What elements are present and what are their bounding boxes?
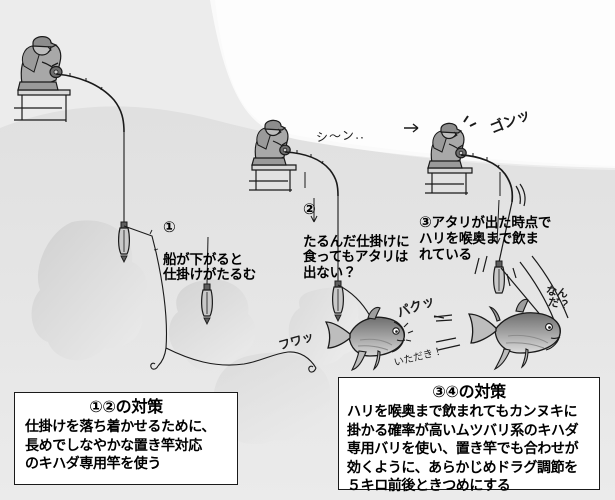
angler-left [14,36,125,133]
rod-vibration [515,183,526,207]
angler-left-face [47,46,52,53]
pointer-2-arrow [310,215,318,223]
tipbox-measures-3-4: ③④の対策 ハリを喉奥まで飲まれてもカンヌキに 掛かる確率が高いムツバリ系のキハ… [338,377,600,494]
sfx-nanda-line2: だ？ [547,295,571,313]
tipbox-right-body: ハリを喉奥まで飲まれてもカンヌキに 掛かる確率が高いムツバリ系のキハダ 専用バリ… [347,404,579,495]
tipbox-measures-1-2: ①②の対策 仕掛けを落ち着かせるために、 長めでしなやかな置き竿対応 のキハダ専… [14,392,238,485]
boat-seat-left [17,89,71,96]
tuna-biting [324,306,406,371]
callout-3: ③アタリが出た時点で ハリを喉奥まで飲ま れている [419,198,551,280]
callout-3-text-inline: ③アタリが出た時点で ハリを喉奥まで飲ま れている [419,212,552,264]
angler-mid-face [277,128,282,135]
angler-right-face [453,131,458,138]
callout-2-text: たるんだ仕掛けに 食ってもアタリは 出ない？ [303,233,410,282]
angler-mid-cap [264,119,287,131]
callout-3-text: アタリが出た時点で ハリを喉奥まで飲ま れている [419,214,552,263]
hook-1 [150,362,159,370]
sinker-1 [118,221,130,264]
callout-3-number: ③ [419,212,432,231]
sfx-shiin-label: シ～ン.. [315,127,366,145]
surprise-marks [463,115,477,127]
rod-right [460,154,514,203]
slack-line-fuwa [165,347,317,369]
pointer-3-arrow [493,237,501,245]
pointer-2 [304,172,315,222]
angler-right-legs [427,160,463,169]
boat-hull-mid [249,180,292,191]
boat-rail-right [431,173,467,195]
boat-hull-left [14,107,66,121]
sinker-4 [201,283,213,326]
callout-1-number: ① [163,217,176,236]
tipbox-left-body: 仕掛けを落ち着かせるために、 長めでしなやかな置き竿対応 のキハダ専用竿を使う [25,419,215,473]
pointer-1 [206,236,209,285]
angler-middle [249,119,339,197]
rod-mid [284,151,339,197]
angler-right [425,115,526,207]
branch-line-1 [123,225,168,367]
callout-2: ② たるんだ仕掛けに 食ってもアタリは 出ない？ [303,185,410,298]
speed-lines-tuna2 [433,314,461,351]
angler-mid-legs [251,157,287,166]
pointer-3 [496,172,501,245]
motion-arcs [519,255,569,321]
sfx-nanda-label: なん だ？ [543,284,572,313]
callout-1-text: 船が下がると 仕掛けがたるむ [163,251,257,284]
fishing-line-3 [498,201,513,263]
callout-1: ① 船が下がると 仕掛けがたるむ [163,203,256,300]
boat-rail-mid [255,170,291,192]
angler-right-cap [440,122,463,134]
pointer-sfx-arrow [404,123,419,133]
boat-seat-right [427,167,473,174]
speed-ticks-sinker3 [474,255,517,287]
angler-left-legs [17,81,59,91]
impact-ticks-1 [403,322,414,342]
angler-left-cap [32,36,58,48]
tuna-hooked [467,298,561,371]
rod-left [55,73,125,133]
tipbox-right-title: ③④の対策 [432,382,506,401]
callout-2-number: ② [303,199,316,218]
boat-hull-right [425,183,468,194]
boat-seat-mid [251,164,297,171]
hook-fuwa [308,365,317,373]
tipbox-left-title: ①②の対策 [89,397,163,416]
